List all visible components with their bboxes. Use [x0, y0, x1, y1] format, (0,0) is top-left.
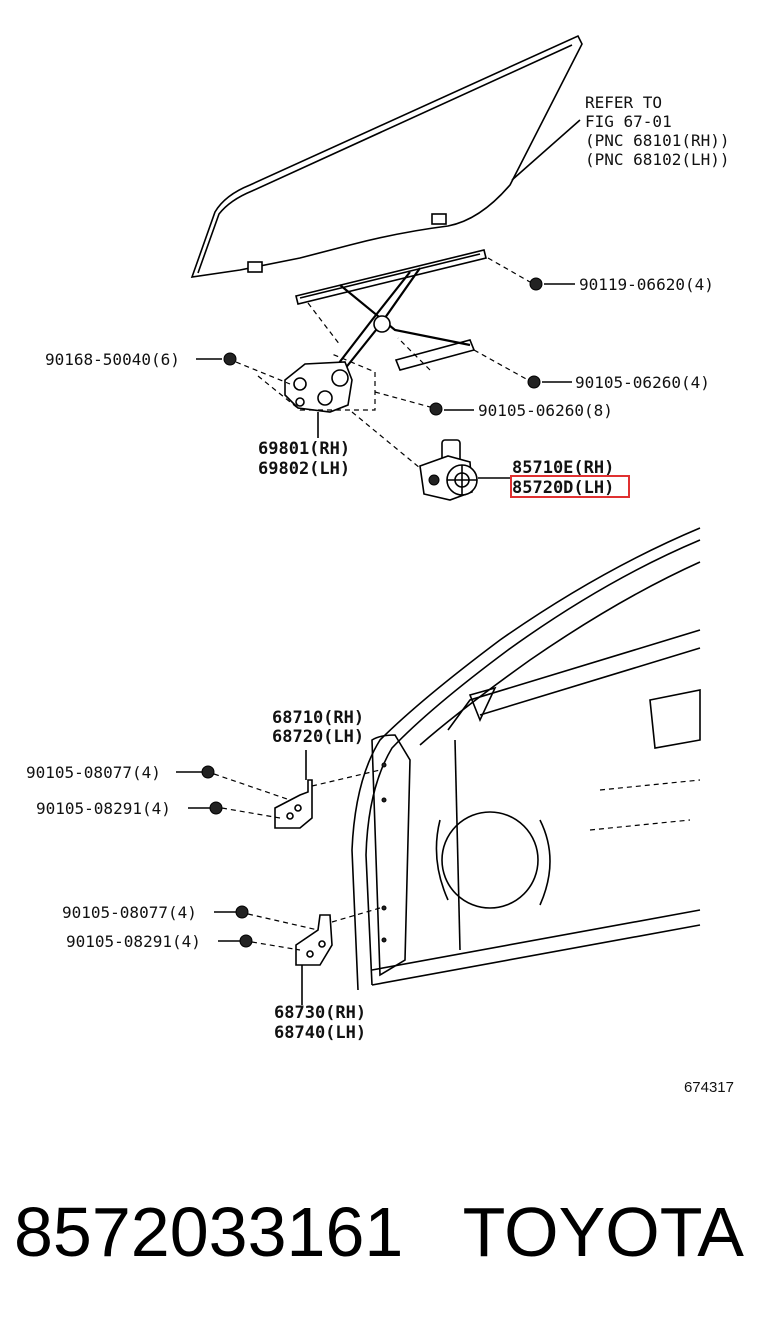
window-regulator	[257, 249, 487, 413]
bolt-90168	[196, 352, 291, 385]
label-regulator-rh: 69801(RH)	[258, 439, 350, 459]
label-motor-lh: 85720D(LH)	[512, 478, 614, 498]
label-lower-bolt-b: 90105-08291(4)	[66, 932, 201, 951]
footer-brand: TOYOTA	[463, 1193, 745, 1271]
label-lower-bolt-a: 90105-08077(4)	[62, 903, 197, 922]
upper-hinge	[176, 750, 381, 829]
door-body	[351, 527, 701, 991]
label-upper-bolt-b: 90105-08291(4)	[36, 799, 171, 818]
refer-leader	[511, 119, 581, 181]
label-regulator-lh: 69802(LH)	[258, 459, 350, 479]
lower-hinge	[214, 905, 381, 1005]
label-lower-hinge-lh: 68740(LH)	[274, 1023, 366, 1043]
footer-part-number: 8572033161	[14, 1193, 403, 1271]
figure-number: 674317	[684, 1079, 734, 1096]
label-lower-hinge-rh: 68730(RH)	[274, 1003, 366, 1023]
label-bolt-90105-06260-8: 90105-06260(8)	[478, 401, 613, 420]
refer-line-1: REFER TO	[585, 93, 662, 112]
label-upper-hinge-rh: 68710(RH)	[272, 708, 364, 728]
refer-line-3: (PNC 68101(RH))	[585, 131, 730, 150]
label-bolt-90168: 90168-50040(6)	[45, 350, 180, 369]
label-bolt-90105-06260-4: 90105-06260(4)	[575, 373, 710, 392]
bolt-90105-06260-8	[374, 391, 474, 416]
label-upper-bolt-a: 90105-08077(4)	[26, 763, 161, 782]
refer-line-2: FIG 67-01	[585, 112, 672, 131]
label-upper-hinge-lh: 68720(LH)	[272, 727, 364, 747]
highlight-box	[510, 475, 630, 498]
door-glass	[190, 34, 583, 278]
refer-line-4: (PNC 68102(LH))	[585, 150, 730, 169]
regulator-motor	[351, 411, 510, 501]
bolt-90105-06260-4	[473, 349, 572, 389]
bolt-90119	[487, 257, 575, 291]
label-bolt-90119: 90119-06620(4)	[579, 275, 714, 294]
label-motor-rh: 85710E(RH)	[512, 458, 614, 478]
